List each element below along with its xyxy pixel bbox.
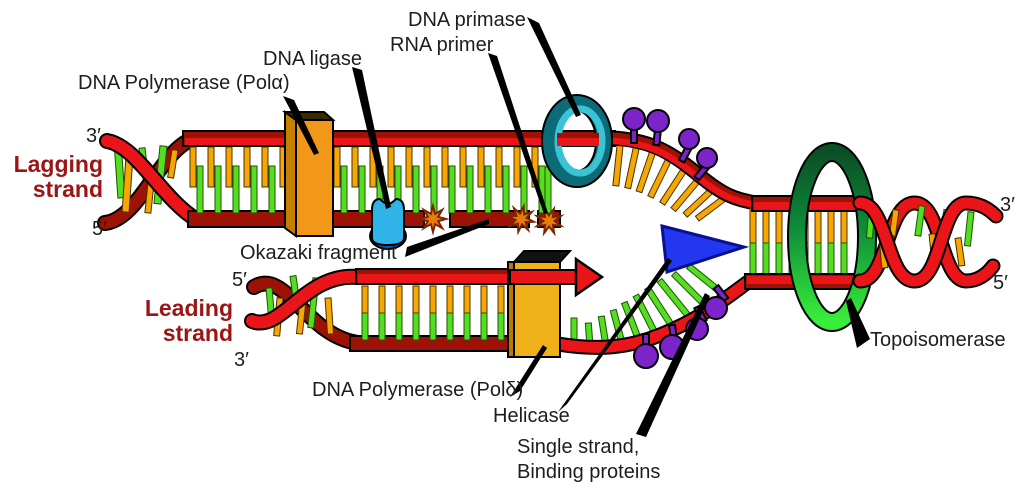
leading-base-bars — [361, 285, 505, 341]
labels: DNA primase RNA primer DNA ligase DNA Po… — [14, 9, 1016, 483]
label-ssb-line2: Binding proteins — [517, 461, 660, 483]
lower-fork-arm-bases — [570, 263, 723, 350]
pointer-lines — [283, 17, 870, 437]
ssb-ball — [633, 343, 659, 369]
replication-arrow — [509, 256, 605, 298]
rna-primer-star — [419, 205, 447, 233]
prime-lagging-5: 5′ — [92, 218, 107, 240]
parental-duplex-group — [744, 142, 1004, 332]
label-helicase: Helicase — [493, 405, 570, 427]
primase-ring — [541, 94, 613, 188]
label-topoisomerase: Topoisomerase — [870, 329, 1006, 351]
pointer-rna-primer — [488, 53, 548, 214]
label-leading-strand-line1: Leading — [145, 295, 233, 321]
pol-delta-block — [507, 250, 573, 358]
label-rna-primer: RNA primer — [390, 34, 494, 56]
pointer-pol-alpha — [283, 96, 319, 155]
ssb-ball — [646, 109, 670, 133]
pointer-dna-ligase — [352, 67, 391, 209]
pointer-ssb — [636, 293, 710, 437]
label-dna-ligase: DNA ligase — [263, 48, 362, 70]
pointer-pol-delta — [510, 345, 547, 397]
label-dna-primase: DNA primase — [408, 9, 526, 31]
label-ssb-line1: Single strand, — [517, 436, 639, 458]
ligase-blob — [369, 197, 407, 250]
prime-leading-3: 3′ — [234, 349, 249, 371]
label-lagging-strand-line2: strand — [33, 176, 103, 202]
prime-right-3: 3′ — [1000, 194, 1015, 216]
pointer-okazaki — [405, 219, 489, 257]
lagging-strand-group — [97, 94, 765, 250]
ssb-ball — [678, 128, 700, 150]
right-helix-bases — [865, 205, 975, 269]
pointer-helicase — [558, 258, 672, 412]
label-okazaki: Okazaki fragment — [240, 242, 397, 264]
pointer-topoisomerase — [846, 298, 870, 348]
ssb-ball — [622, 107, 646, 131]
ssb-ball — [704, 296, 728, 320]
label-pol-alpha: DNA Polymerase (Polα) — [78, 72, 290, 94]
prime-lagging-3: 3′ — [86, 125, 101, 147]
parental-helix-right — [852, 195, 1004, 289]
label-lagging-strand-line1: Lagging — [14, 151, 103, 177]
pointer-dna-primase — [527, 17, 581, 117]
prime-right-5: 5′ — [993, 272, 1008, 294]
prime-leading-5: 5′ — [232, 269, 247, 291]
label-pol-delta: DNA Polymerase (Polδ) — [312, 379, 523, 401]
helicase-triangle — [660, 224, 750, 274]
pol-alpha-block — [281, 110, 336, 238]
label-leading-strand-line2: strand — [163, 320, 233, 346]
ssb-proteins-top — [622, 107, 718, 182]
upper-fork-arm-bases — [612, 143, 731, 222]
ssb-ball — [696, 147, 718, 169]
